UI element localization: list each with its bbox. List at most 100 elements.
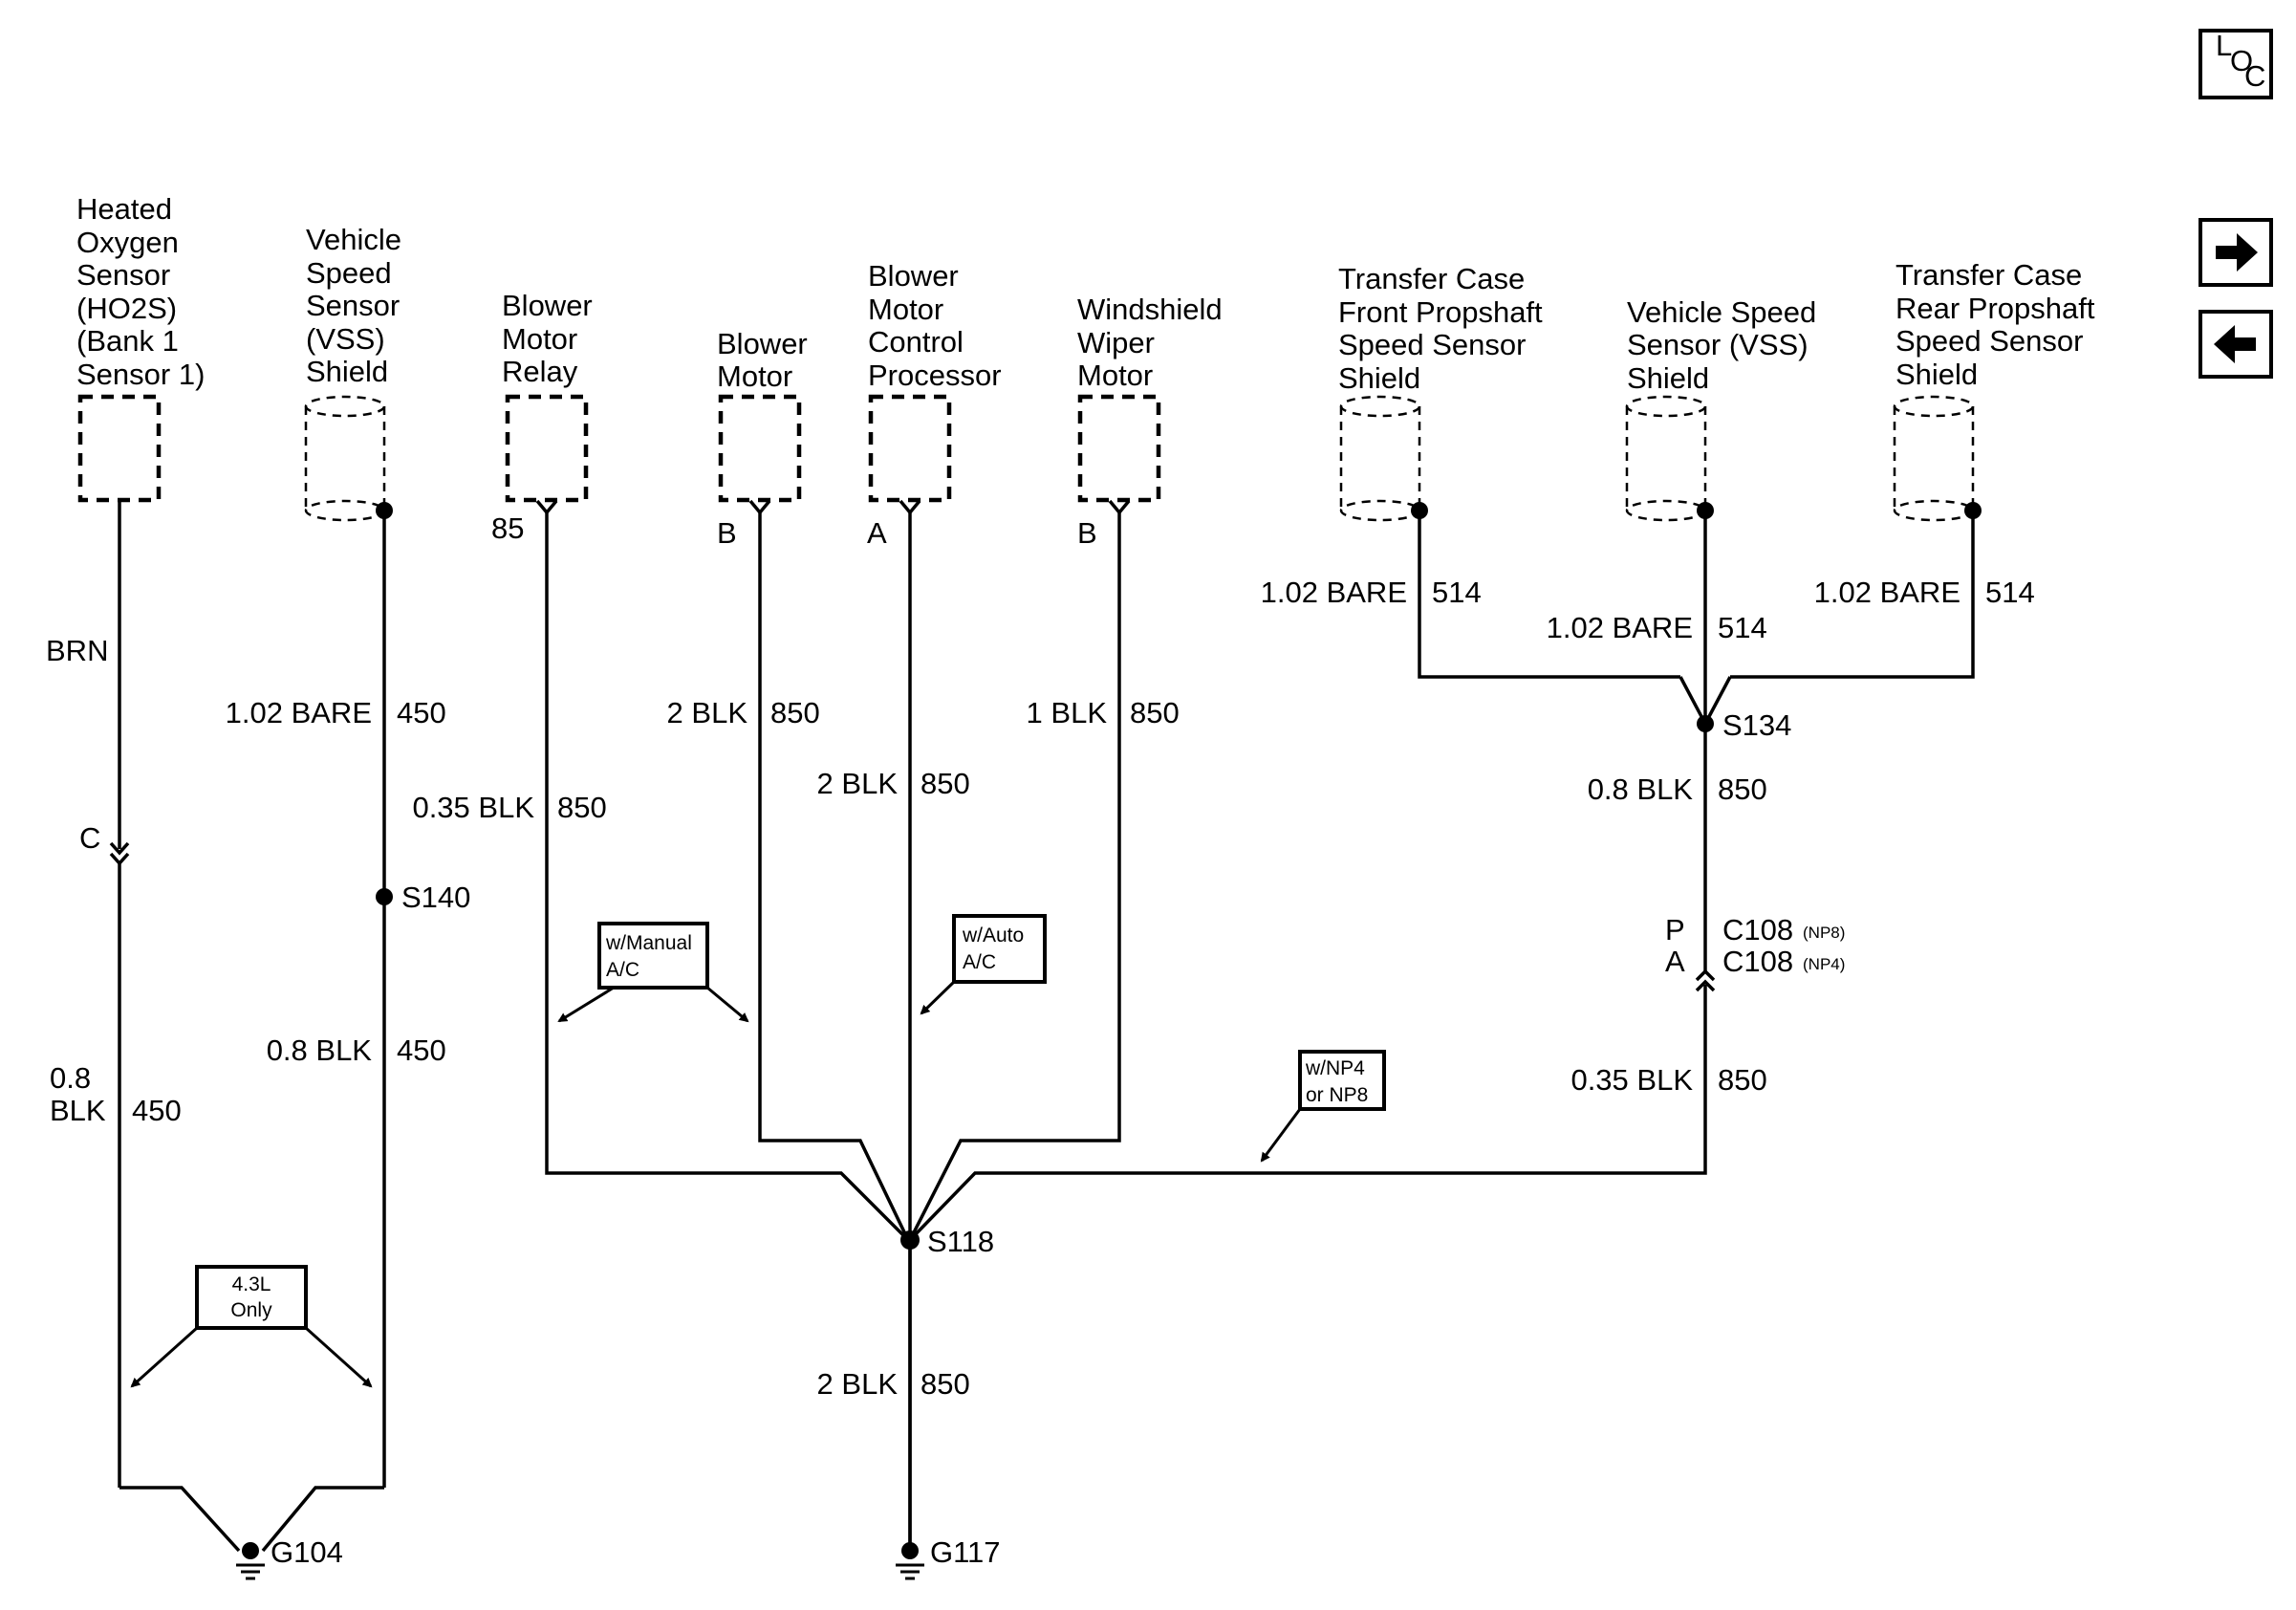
ho2s-lower-color: BLK	[50, 1094, 106, 1127]
svg-text:Motor: Motor	[868, 293, 943, 326]
svg-text:Speed Sensor: Speed Sensor	[1895, 324, 2083, 358]
arrow-left-icon	[2214, 325, 2256, 363]
relay-ground-wire	[535, 499, 910, 1242]
svg-text:Relay: Relay	[502, 355, 578, 388]
blower-processor-component-box	[868, 394, 952, 503]
svg-text:Transfer Case: Transfer Case	[1338, 262, 1525, 295]
c108-down-circuit: 850	[1718, 1063, 1767, 1097]
relay-pin-label: 85	[491, 511, 524, 545]
svg-text:Vehicle Speed: Vehicle Speed	[1627, 295, 1816, 329]
wiper-motor-component-box	[1077, 394, 1161, 503]
blower-relay-component-box	[505, 394, 589, 503]
shield-drain-wires	[1418, 511, 1975, 728]
vss-left-shield-symbol	[304, 395, 386, 522]
s134-to-s118-wire	[908, 724, 1716, 1242]
vss-left-label: Vehicle Speed Sensor (VSS) Shield	[306, 223, 401, 388]
svg-text:C108: C108	[1722, 913, 1793, 946]
c108-np4-label: C108 (NP4)	[1722, 945, 1845, 978]
blower-processor-label: Blower Motor Control Processor	[868, 259, 1002, 392]
tcr-wire-circuit: 514	[1985, 576, 2035, 609]
svg-text:Blower: Blower	[502, 289, 593, 322]
svg-text:Shield: Shield	[1895, 358, 1978, 391]
processor-pin-label: A	[867, 516, 887, 550]
vss-right-shield-dot	[1697, 502, 1714, 519]
s140-splice-dot	[376, 888, 393, 905]
svg-text:Vehicle: Vehicle	[306, 223, 401, 256]
blower-motor-label: Blower Motor	[717, 327, 808, 393]
ho2s-lower-size: 0.8	[50, 1061, 91, 1095]
processor-wire-circuit: 850	[921, 767, 970, 800]
vss-upper-circuit: 450	[397, 696, 446, 729]
svg-text:w/Auto: w/Auto	[962, 925, 1024, 946]
ho2s-label: Heated Oxygen Sensor (HO2S) (Bank 1 Sens…	[76, 192, 205, 391]
previous-page-button[interactable]	[2199, 310, 2273, 379]
svg-text:(Bank 1: (Bank 1	[76, 324, 179, 358]
tc-front-shield-symbol	[1339, 395, 1421, 522]
g104-ground-symbol	[236, 1542, 265, 1580]
svg-text:(VSS): (VSS)	[306, 322, 385, 356]
s134-down-gauge: 0.8 BLK	[1588, 772, 1694, 806]
blower-motor-component-box	[718, 394, 802, 503]
svg-text:C108: C108	[1722, 945, 1793, 978]
blower-relay-label: Blower Motor Relay	[502, 289, 593, 388]
g117-ground-symbol	[896, 1542, 924, 1580]
auto-ac-note: w/Auto A/C	[920, 914, 1047, 1015]
svg-text:Shield: Shield	[1338, 361, 1420, 395]
s134-down-circuit: 850	[1718, 772, 1767, 806]
svg-text:Heated: Heated	[76, 192, 172, 226]
manual-ac-note: w/Manual A/C	[557, 922, 749, 1023]
vssr-wire-circuit: 514	[1718, 611, 1767, 644]
svg-text:Speed Sensor: Speed Sensor	[1338, 328, 1526, 361]
svg-text:Wiper: Wiper	[1077, 326, 1155, 359]
g104-label: G104	[271, 1535, 343, 1569]
loc-o: O	[2230, 44, 2253, 77]
svg-text:Oxygen: Oxygen	[76, 226, 179, 259]
ho2s-connector-pin-label: C	[79, 821, 100, 855]
arrow-right-icon	[2216, 233, 2258, 272]
tc-front-label: Transfer Case Front Propshaft Speed Sens…	[1338, 262, 1543, 395]
svg-text:(NP4): (NP4)	[1803, 955, 1845, 973]
c108-down-gauge: 0.35 BLK	[1570, 1063, 1693, 1097]
svg-text:Windshield: Windshield	[1077, 293, 1223, 326]
svg-text:w/Manual: w/Manual	[605, 932, 692, 954]
svg-text:Motor: Motor	[1077, 359, 1153, 392]
blower-motor-pin-label: B	[717, 516, 737, 550]
blower-wire-gauge: 2 BLK	[667, 696, 748, 729]
loc-button[interactable]: L O C	[2199, 29, 2273, 99]
svg-text:or NP8: or NP8	[1306, 1084, 1368, 1106]
vss-lower-gauge: 0.8 BLK	[267, 1033, 373, 1067]
svg-text:Transfer Case: Transfer Case	[1895, 258, 2082, 292]
tc-front-shield-dot	[1411, 502, 1428, 519]
blower-motor-ground-wire	[748, 499, 910, 1241]
vss-upper-gauge: 1.02 BARE	[226, 696, 372, 729]
svg-text:Sensor: Sensor	[306, 289, 400, 322]
svg-text:Front Propshaft: Front Propshaft	[1338, 295, 1543, 329]
svg-text:Sensor 1): Sensor 1)	[76, 358, 205, 391]
ho2s-wire-color: BRN	[46, 634, 108, 667]
wiper-wire-gauge: 1 BLK	[1027, 696, 1108, 729]
loc-c: C	[2244, 59, 2265, 93]
svg-text:Speed: Speed	[306, 256, 392, 290]
wiper-pin-label: B	[1077, 516, 1097, 550]
svg-text:Shield: Shield	[1627, 361, 1709, 395]
wiper-motor-label: Windshield Wiper Motor	[1077, 293, 1223, 392]
g117-label: G117	[930, 1535, 1001, 1569]
ho2s-lower-circuit: 450	[132, 1094, 182, 1127]
blower-wire-circuit: 850	[770, 696, 820, 729]
next-page-button[interactable]	[2199, 218, 2273, 287]
svg-text:Control: Control	[868, 325, 964, 359]
svg-text:(NP8): (NP8)	[1803, 924, 1845, 942]
processor-wire-gauge: 2 BLK	[817, 767, 899, 800]
svg-text:(HO2S): (HO2S)	[76, 292, 177, 325]
relay-wire-circuit: 850	[557, 791, 607, 824]
c108-pin-p-label: P	[1665, 913, 1685, 946]
vss-right-shield-symbol	[1625, 395, 1707, 522]
tc-rear-label: Transfer Case Rear Propshaft Speed Senso…	[1895, 258, 2095, 391]
vss-left-ground-wire	[261, 511, 386, 1553]
s140-label: S140	[401, 881, 470, 914]
vss-lower-circuit: 450	[397, 1033, 446, 1067]
svg-text:Blower: Blower	[868, 259, 959, 293]
np4-note: w/NP4 or NP8	[1260, 1050, 1386, 1163]
svg-text:Processor: Processor	[868, 359, 1002, 392]
tcf-wire-gauge: 1.02 BARE	[1261, 576, 1407, 609]
